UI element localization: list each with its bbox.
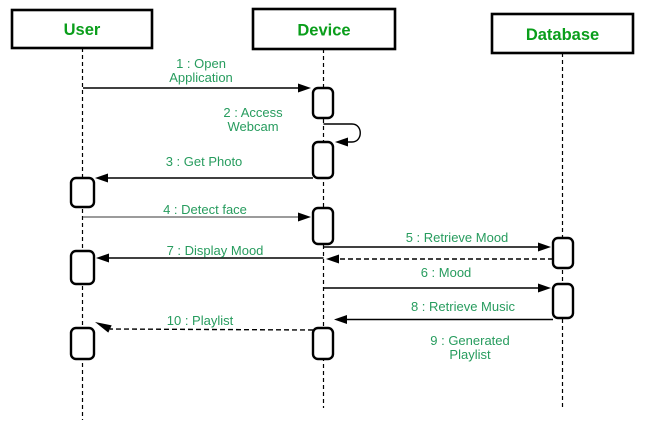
arrowhead-4 xyxy=(298,212,311,222)
activation-user-3 xyxy=(69,326,96,361)
message-label-2-line2: Webcam xyxy=(227,119,278,134)
message-label-5: 5 : Retrieve Mood xyxy=(406,230,509,245)
message-label-3: 3 : Get Photo xyxy=(166,154,243,169)
message-label-1-line2: Application xyxy=(169,70,233,85)
actor-label-device: Device xyxy=(297,22,350,40)
arrowhead-9 xyxy=(334,315,347,324)
actor-label-database: Database xyxy=(526,26,599,44)
message-label-6: 6 : Mood xyxy=(421,265,472,280)
activation-user-2 xyxy=(69,249,96,286)
message-label-1-line1: 1 : Open xyxy=(176,56,226,71)
arrowhead-8 xyxy=(538,283,551,293)
message-label-2-line1: 2 : Access xyxy=(223,105,283,120)
actor-box-device xyxy=(251,7,397,51)
message-label-9-line1: 9 : Generated xyxy=(430,333,510,348)
message-label-10: 10 : Playlist xyxy=(167,313,234,328)
activation-device-1 xyxy=(311,86,335,120)
activation-device-4 xyxy=(311,326,335,361)
activation-database-1 xyxy=(551,236,575,270)
arrowhead-3 xyxy=(95,173,108,183)
arrowhead-2 xyxy=(335,137,348,147)
message-label-9-line2: Playlist xyxy=(449,347,491,362)
activation-user-1 xyxy=(69,176,96,209)
arrowhead-5 xyxy=(538,242,551,252)
arrowhead-10 xyxy=(95,322,112,333)
activation-database-2 xyxy=(551,282,575,320)
arrowhead-1 xyxy=(298,83,311,93)
actor-label-user: User xyxy=(64,21,101,39)
message-label-7: 7 : Display Mood xyxy=(167,243,264,258)
message-label-8: 8 : Retrieve Music xyxy=(411,299,516,314)
activation-device-3 xyxy=(311,206,335,246)
activation-device-2 xyxy=(311,140,335,180)
arrowhead-6 xyxy=(326,254,339,264)
message-line-2-self-loop xyxy=(323,123,361,143)
message-label-4: 4 : Detect face xyxy=(163,202,247,217)
arrowhead-7 xyxy=(96,253,109,263)
actor-box-user xyxy=(10,8,154,50)
actor-box-database xyxy=(490,12,635,55)
message-line-10 xyxy=(109,328,314,331)
